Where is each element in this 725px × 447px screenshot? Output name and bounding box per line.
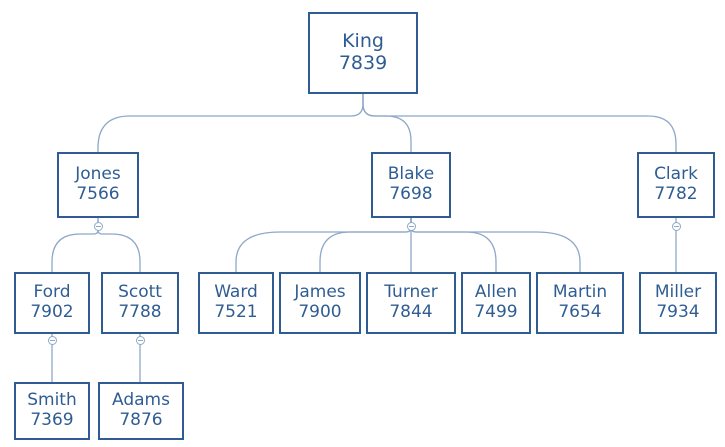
node-jones[interactable]: Jones 7566	[57, 152, 139, 218]
node-number: 7566	[76, 184, 120, 204]
node-ward[interactable]: Ward 7521	[198, 272, 274, 334]
node-number: 7900	[298, 302, 342, 322]
link-blake-allen	[410, 218, 497, 272]
node-adams[interactable]: Adams 7876	[98, 382, 184, 440]
node-king[interactable]: King 7839	[308, 12, 418, 94]
node-name: Allen	[474, 282, 518, 303]
node-number: 7499	[474, 302, 518, 322]
node-name: Ford	[33, 282, 71, 303]
minus-circle-icon[interactable]	[136, 336, 145, 345]
node-scott[interactable]: Scott 7788	[101, 272, 179, 334]
node-martin[interactable]: Martin 7654	[536, 272, 624, 334]
node-name: Adams	[112, 390, 170, 411]
node-name: Martin	[552, 282, 608, 303]
node-name: Clark	[654, 164, 698, 185]
node-number: 7934	[656, 302, 700, 322]
node-name: Ward	[214, 282, 258, 303]
node-james[interactable]: James 7900	[279, 272, 361, 334]
node-name: Scott	[118, 282, 162, 303]
minus-circle-icon[interactable]	[48, 336, 57, 345]
node-number: 7839	[338, 52, 388, 74]
node-number: 7698	[389, 184, 433, 204]
node-name: Blake	[387, 164, 435, 185]
node-allen[interactable]: Allen 7499	[461, 272, 531, 334]
link-jones-scott	[97, 218, 141, 272]
minus-circle-icon[interactable]	[407, 222, 416, 231]
node-number: 7654	[558, 302, 602, 322]
node-name: Smith	[27, 390, 77, 411]
node-name: King	[342, 30, 384, 53]
node-number: 7782	[654, 184, 698, 204]
node-name: Jones	[75, 164, 121, 185]
link-jones-ford	[51, 218, 99, 272]
node-smith[interactable]: Smith 7369	[14, 382, 90, 440]
link-blake-james	[319, 218, 412, 272]
node-number: 7876	[119, 410, 163, 430]
node-blake[interactable]: Blake 7698	[371, 152, 451, 218]
node-name: James	[294, 282, 346, 303]
link-king-jones	[97, 94, 364, 152]
node-clark[interactable]: Clark 7782	[637, 152, 715, 218]
minus-circle-icon[interactable]	[672, 222, 681, 231]
node-number: 7902	[30, 302, 74, 322]
link-king-blake	[362, 94, 412, 152]
node-number: 7369	[30, 410, 74, 430]
node-number: 7521	[214, 302, 258, 322]
node-miller[interactable]: Miller 7934	[639, 272, 717, 334]
node-turner[interactable]: Turner 7844	[366, 272, 456, 334]
node-number: 7844	[389, 302, 433, 322]
minus-circle-icon[interactable]	[94, 222, 103, 231]
link-king-clark	[362, 94, 677, 152]
node-name: Turner	[384, 282, 438, 303]
node-ford[interactable]: Ford 7902	[14, 272, 90, 334]
node-name: Miller	[654, 282, 702, 303]
node-number: 7788	[118, 302, 162, 322]
